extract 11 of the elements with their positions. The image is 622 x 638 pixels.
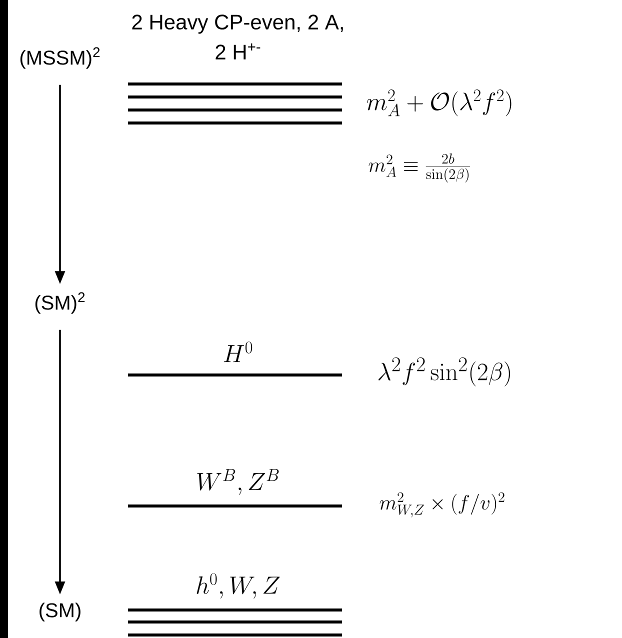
- mass-formula: $m_A^2 + \mathcal{O}(\lambda^2 f^2)$: [366, 90, 512, 116]
- mass-formula: $m_{W,Z}^2 \times (f/v)^2$: [380, 492, 504, 518]
- particle-label: 2 Heavy CP-even, 2 A, 2 H$^{+-}$: [132, 14, 343, 60]
- stage-label: (SM): [40, 602, 80, 622]
- stage-label: (MSSM)$^{2}$: [20, 47, 100, 69]
- particle-label: $W^B, Z^B$: [197, 469, 279, 495]
- particle-label: $h^0, W, Z$: [196, 573, 280, 598]
- mass-formula: $m_A^2 \equiv \frac{2b}{\sin(2\beta)}$: [368, 154, 470, 182]
- particle-label: $H^0$: [224, 342, 252, 362]
- mass-formula: $\lambda^2 f^2 \sin^2(2\beta)$: [378, 357, 510, 386]
- stage-label: (SM)$^{2}$: [35, 292, 85, 314]
